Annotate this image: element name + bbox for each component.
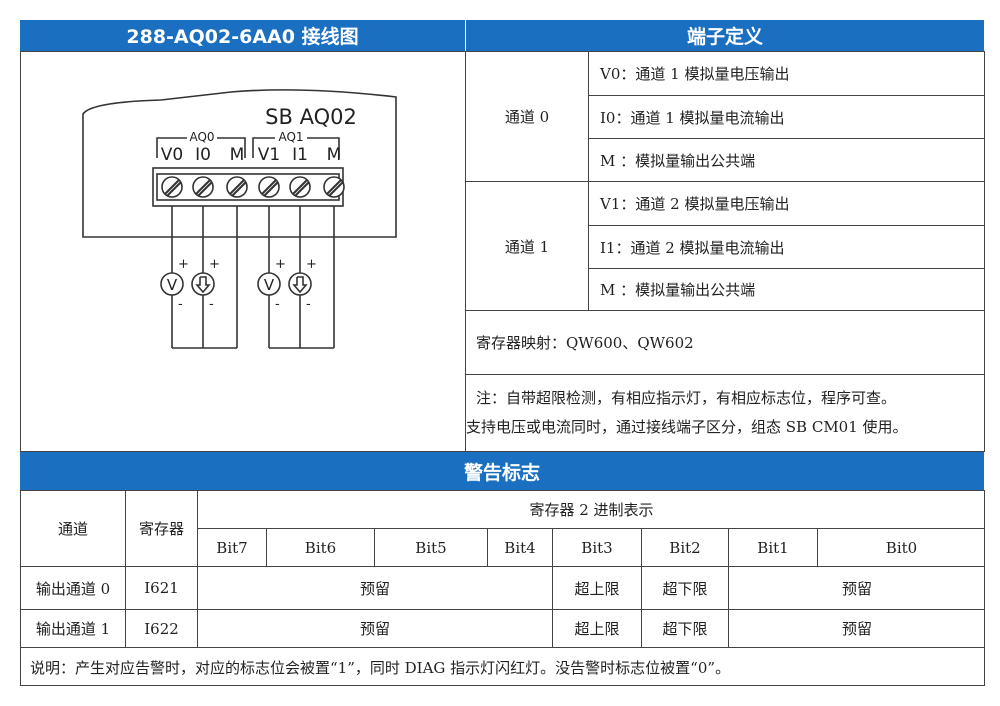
voltmeter-1-symbol: V (264, 276, 275, 294)
plus-sign: + (306, 257, 317, 272)
voltmeter-1 (257, 272, 281, 296)
plus-sign: + (178, 257, 189, 272)
voltmeter-0-symbol: V (167, 276, 178, 294)
bit0-header: Bit0 (885, 538, 918, 557)
note-line-2: 支持电压或电流同时，通过接线端子区分，组态 SB CM01 使用。 (466, 418, 908, 436)
terminal-definition-title: 端子定义 (686, 26, 763, 48)
row0-channel: 输出通道 0 (35, 579, 111, 598)
minus-sign: - (306, 297, 311, 312)
plus-sign: + (275, 257, 286, 272)
minus-sign: - (275, 297, 280, 312)
terminal-label-v1: V1 (258, 145, 280, 165)
group-label-aq0: AQ0 (189, 130, 214, 144)
warning-table (20, 490, 985, 686)
channel-0-label: 通道 0 (504, 108, 550, 126)
minus-sign: - (209, 297, 214, 312)
wiring-diagram-title: 288-AQ02-6AA0 接线图 (126, 26, 359, 48)
row0-register: I621 (144, 579, 179, 597)
warning-footnote: 说明：产生对应告警时，对应的标志位会被置“1”，同时 DIAG 指示灯闪红灯。没… (30, 658, 731, 677)
bit2-header: Bit2 (669, 538, 701, 557)
terminal-label-m1: M (327, 145, 342, 165)
wiring-diagram: SB AQ02 AQ0 AQ1 V0 I0 M V1 I1 M V V + + … (82, 89, 397, 349)
terminal-def-m1: M ：模拟量输出公共端 (600, 281, 756, 299)
terminal-def-m0: M ：模拟量输出公共端 (600, 151, 756, 170)
row0-reserved-high: 预留 (359, 579, 390, 598)
wiring-diagram-header: 288-AQ02-6AA0 接线图 (20, 20, 465, 51)
terminal-label-v0: V0 (161, 145, 183, 165)
row1-reserved-low: 预留 (841, 620, 872, 638)
terminal-screws (161, 176, 345, 198)
bit6-header: Bit6 (304, 538, 337, 557)
col-header-channel: 通道 (57, 520, 88, 538)
row0-bit2: 超下限 (662, 579, 708, 598)
terminal-definition-header: 端子定义 (466, 20, 984, 51)
ammeter-1 (288, 272, 312, 296)
terminal-def-i1: I1：通道 2 模拟量电流输出 (600, 238, 785, 257)
row1-reserved-high: 预留 (359, 620, 390, 638)
ammeter-0 (191, 272, 215, 296)
terminal-def-i0: I0：通道 1 模拟量电流输出 (600, 108, 785, 127)
row1-channel: 输出通道 1 (35, 620, 111, 638)
terminal-label-m0: M (230, 145, 245, 165)
col-header-register: 寄存器 (138, 520, 184, 538)
note-line-1: 注：自带超限检测，有相应指示灯，有相应标志位，程序可查。 (476, 389, 897, 407)
terminal-label-i0: I0 (195, 145, 211, 165)
bit1-header: Bit1 (757, 538, 789, 557)
bit3-header: Bit3 (581, 538, 613, 557)
warning-title: 警告标志 (463, 461, 540, 484)
register-map: 寄存器映射：QW600、QW602 (476, 334, 694, 352)
module-outline (82, 89, 397, 238)
row1-bit2: 超下限 (662, 620, 708, 638)
binary-header: 寄存器 2 进制表示 (529, 501, 654, 519)
row0-reserved-low: 预留 (841, 579, 872, 598)
terminal-def-v0: V0：通道 1 模拟量电压输出 (600, 65, 790, 83)
bit4-header: Bit4 (504, 538, 536, 557)
bit5-header: Bit5 (415, 538, 447, 557)
terminal-definition-table (465, 51, 985, 452)
warning-header: 警告标志 (20, 452, 984, 490)
terminal-def-v1: V1：通道 2 模拟量电压输出 (600, 195, 790, 213)
current-arrow-icons (195, 276, 308, 294)
minus-sign: - (178, 297, 183, 312)
terminal-label-i1: I1 (292, 145, 308, 165)
board-label: SB AQ02 (265, 105, 357, 129)
row1-bit3: 超上限 (574, 620, 620, 638)
row1-register: I622 (144, 619, 179, 638)
row0-bit3: 超上限 (574, 579, 620, 598)
plus-sign: + (209, 257, 220, 272)
bit7-header: Bit7 (216, 538, 248, 557)
group-label-aq1: AQ1 (278, 130, 303, 144)
voltmeter-0 (160, 272, 184, 296)
channel-1-label: 通道 1 (504, 237, 550, 256)
